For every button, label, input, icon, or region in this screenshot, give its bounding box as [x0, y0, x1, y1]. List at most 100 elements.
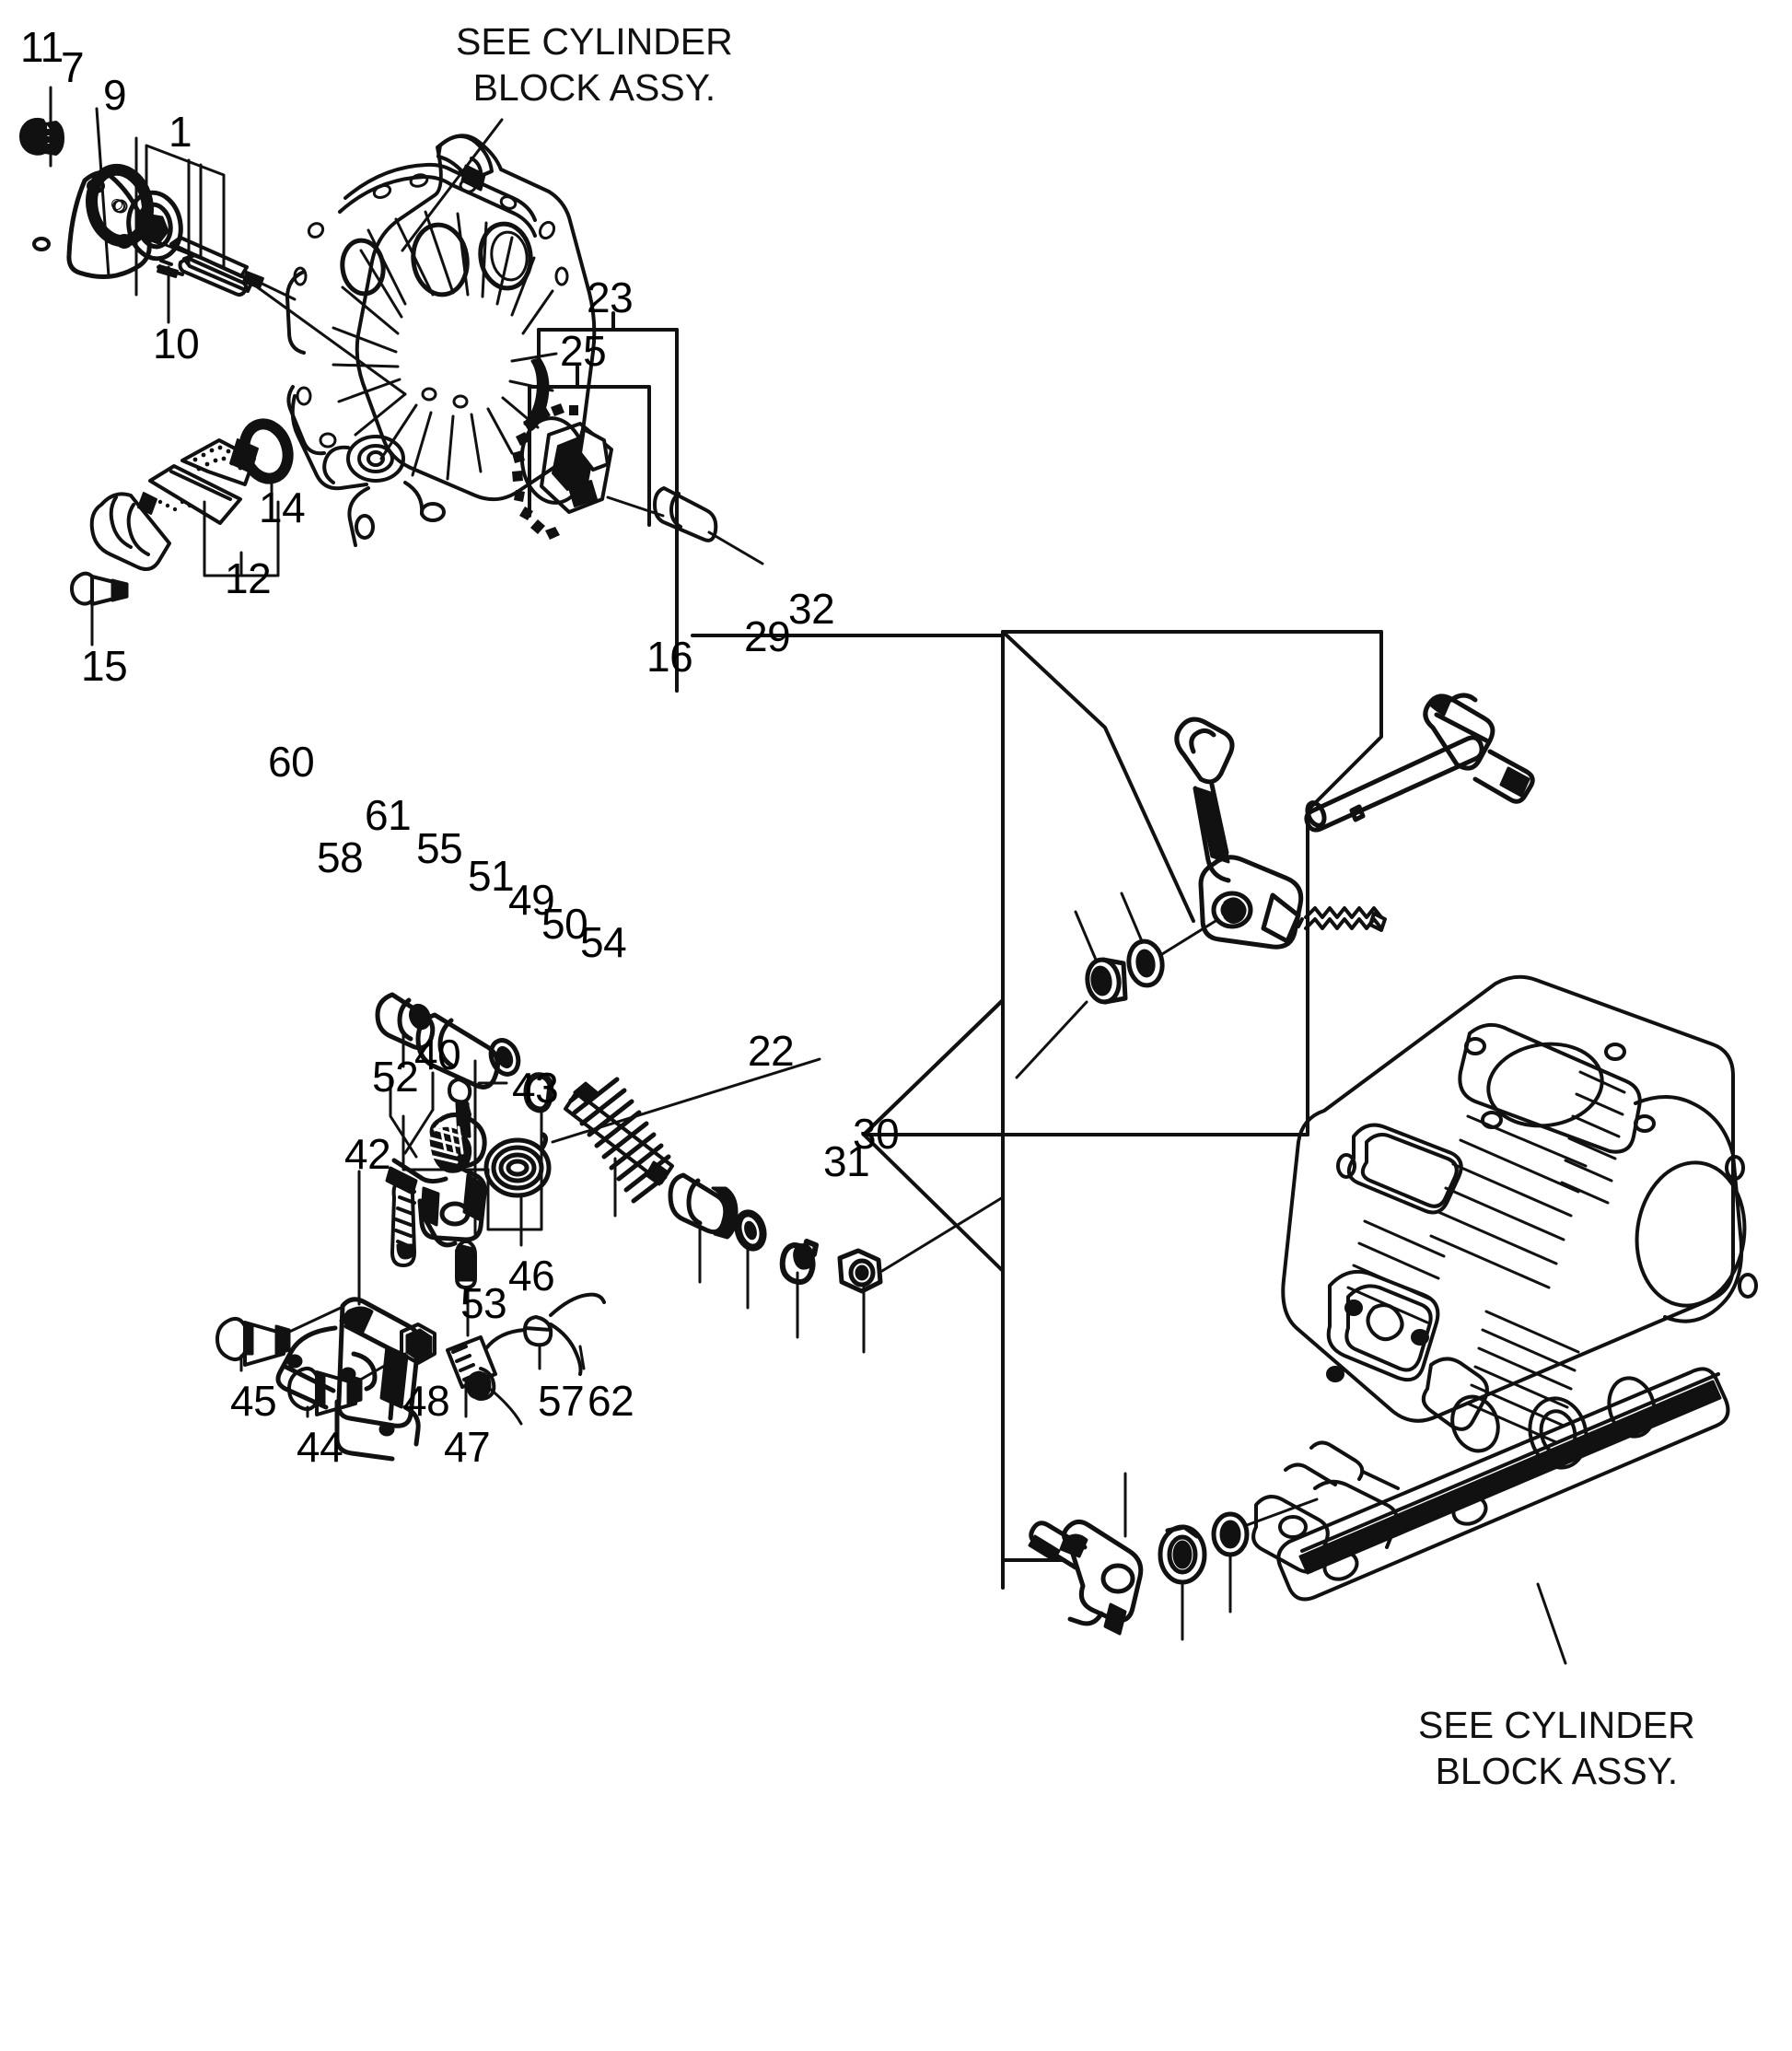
part-57-grommet [523, 1315, 553, 1347]
callout-1: 1 [169, 108, 192, 156]
part-governor-yoke [1198, 855, 1304, 950]
part-15-bolt-shank [111, 578, 129, 602]
leader-12-bracket [203, 500, 278, 577]
part-15-bolt [70, 571, 116, 606]
part-11-flange-bolt [19, 117, 64, 156]
callout-14: 14 [259, 484, 306, 531]
callout-30: 30 [853, 1110, 900, 1158]
callout-44: 44 [297, 1423, 343, 1471]
callout-45: 45 [230, 1377, 277, 1425]
callout-31: 31 [823, 1137, 870, 1185]
leader-52 [389, 1076, 418, 1159]
callout-50: 50 [541, 900, 588, 948]
part-58-bore [495, 1045, 514, 1069]
part-governor-shaft-lever-dark [1427, 697, 1530, 798]
part-46-coil-spring [483, 1132, 552, 1198]
part-31-oil-seal [1158, 1524, 1207, 1585]
cylinder-block-assembly [1281, 974, 1747, 1423]
cylinder-block-lifter-detail [1251, 1440, 1365, 1574]
callout-57: 57 [538, 1377, 585, 1425]
frame-16-governor-subframe [862, 630, 1383, 1590]
callout-16: 16 [646, 633, 693, 681]
part-29-bushing [1085, 957, 1128, 1005]
part-60-tappet-guide [375, 992, 436, 1051]
part-48-nut [400, 1323, 436, 1365]
callout-15: 15 [81, 642, 128, 690]
crankcase-cover-bores [340, 221, 533, 297]
callout-55: 55 [416, 824, 463, 872]
callout-58: 58 [317, 833, 364, 881]
part-governor-spring [1297, 906, 1387, 932]
callout-48: 48 [403, 1377, 450, 1425]
part-25-gear-teeth [512, 403, 578, 540]
part-9-o-ring [111, 199, 122, 210]
crankcase-cover-pump-boss [322, 435, 405, 484]
callout-11: 11 [20, 23, 64, 71]
leader-1-to-cover [247, 279, 407, 396]
part-25-pump-body [540, 422, 613, 514]
callout-49: 49 [508, 876, 555, 924]
crankcase-cover-lower [347, 481, 446, 547]
part-54-nut [837, 1248, 883, 1294]
part-governor-yoke-dark [1223, 897, 1247, 924]
callout-10: 10 [153, 320, 200, 367]
callout-47: 47 [444, 1423, 491, 1471]
bracket-25 [528, 365, 651, 527]
leader-62 [578, 1345, 586, 1370]
part-22-dark [1028, 1533, 1127, 1636]
callout-9: 9 [103, 71, 127, 119]
part-51-cap [668, 1172, 728, 1235]
callout-23: 23 [587, 274, 634, 321]
part-12-dipstick [89, 438, 256, 571]
part-9-seal [113, 199, 128, 214]
part-40-mesh-hatch [427, 1122, 464, 1164]
callout-7: 7 [61, 43, 85, 91]
callout-32: 32 [788, 585, 835, 633]
part-12-tip [137, 438, 259, 515]
part-52-spring [390, 1179, 416, 1267]
note-top: SEE CYLINDER BLOCK ASSY. [456, 20, 733, 110]
callout-46: 46 [508, 1252, 555, 1299]
part-governor-shaft-lever [1423, 693, 1535, 804]
callout-60: 60 [268, 738, 315, 786]
part-32-washer-bore [1135, 949, 1156, 978]
cylinder-block-fins [1346, 1070, 1626, 1444]
part-9-oring-shape [112, 200, 125, 213]
callout-51: 51 [468, 852, 515, 900]
crankcase-cover-bolt-holes [293, 173, 569, 449]
callout-53: 53 [460, 1279, 507, 1327]
part-45-bolt [215, 1317, 285, 1367]
cylinder-block-base-dark [1298, 1380, 1722, 1575]
part-42-shadow [339, 1306, 409, 1409]
callout-29: 29 [744, 612, 791, 660]
cylinder-block-bolt-holes [1336, 1037, 1758, 1299]
part-55-spring-shadow [573, 1081, 669, 1186]
part-30-bushing [1211, 1511, 1250, 1557]
part-61-retainer [523, 1072, 554, 1113]
part-49-washer [734, 1209, 767, 1252]
part-23-collar [653, 486, 718, 542]
leader-29 [1074, 910, 1098, 961]
callout-12: 12 [225, 554, 272, 602]
crankcase-cover-boss-shadow [460, 164, 486, 192]
callout-54: 54 [580, 918, 627, 966]
callout-62: 62 [588, 1377, 634, 1425]
note-bottom: SEE CYLINDER BLOCK ASSY. [1418, 1704, 1695, 1793]
part-7-cover-plate [66, 170, 152, 279]
part-44-bolt [287, 1367, 357, 1416]
part-29-bore [1090, 965, 1112, 996]
callout-61: 61 [365, 791, 412, 839]
cylinder-block-details [1326, 1270, 1440, 1382]
part-1-seal [126, 190, 183, 262]
crankcase-cover-assembly [285, 134, 597, 502]
leader-note-bottom [1536, 1582, 1567, 1665]
part-62-wire [484, 1292, 606, 1376]
callout-42: 42 [344, 1130, 391, 1178]
callout-43: 43 [512, 1064, 559, 1112]
part-governor-arm-shadow [1195, 787, 1230, 864]
callout-40: 40 [414, 1031, 461, 1078]
leader-32 [1120, 891, 1144, 943]
part-governor-shaft-rod [1304, 735, 1484, 833]
